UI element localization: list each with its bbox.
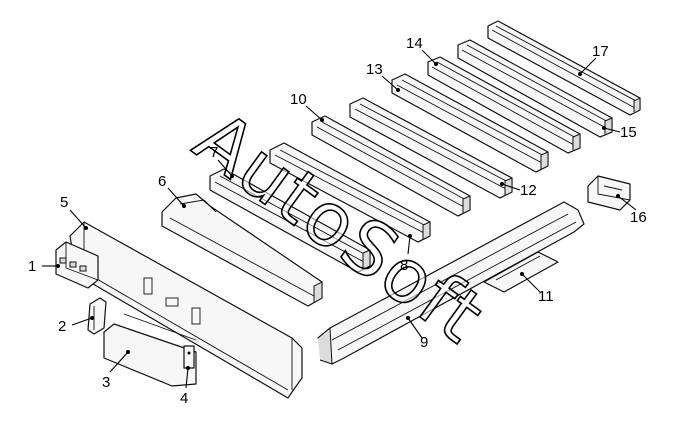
callout-label-5: 5 [60, 194, 68, 211]
callout-label-14: 14 [406, 35, 423, 52]
part-7-floor-rail [209, 168, 371, 273]
callout-label-6: 6 [158, 173, 166, 190]
callout-5: 5 [60, 194, 88, 230]
part-6-cross-member [161, 193, 323, 307]
callout-label-2: 2 [58, 318, 66, 335]
callout-16: 16 [616, 194, 647, 226]
callout-label-1: 1 [28, 258, 36, 275]
part-10-floor-rail [311, 115, 471, 217]
part-14-floor-rail [427, 56, 581, 154]
callout-label-13: 13 [366, 61, 383, 78]
part-1-connector-block [55, 241, 99, 289]
callout-4: 4 [180, 366, 190, 407]
callout-8: 8 [400, 234, 412, 274]
part-8-floor-rail [269, 142, 431, 243]
callout-label-16: 16 [630, 209, 647, 226]
part-3-plate [103, 313, 197, 387]
callout-label-8: 8 [400, 257, 408, 274]
part-4-clip [183, 345, 195, 369]
callout-11: 11 [520, 272, 554, 305]
callout-label-10: 10 [290, 91, 307, 108]
callout-10: 10 [290, 91, 324, 122]
part-11-plate [483, 251, 559, 293]
callout-2: 2 [58, 316, 94, 335]
part-5-front-panel [69, 221, 303, 399]
callout-12: 12 [500, 182, 537, 199]
part-9-long-floor-rail [317, 201, 585, 365]
callout-14: 14 [406, 35, 438, 66]
callout-label-11: 11 [538, 288, 554, 305]
callout-17: 17 [578, 43, 609, 76]
part-16-bracket [587, 175, 631, 211]
part-13-floor-rail [391, 73, 549, 173]
callout-label-12: 12 [520, 182, 537, 199]
part-15-floor-rail [457, 39, 613, 138]
callout-7: 7 [210, 144, 234, 178]
part-17-floor-rail [487, 20, 641, 116]
callout-3: 3 [102, 350, 130, 391]
callout-9: 9 [406, 316, 428, 351]
callout-label-9: 9 [420, 334, 428, 351]
callout-6: 6 [158, 173, 186, 208]
part-12-floor-rail [349, 97, 513, 199]
callout-15: 15 [602, 124, 637, 141]
callout-label-3: 3 [102, 374, 110, 391]
callout-1: 1 [28, 258, 60, 275]
callout-label-4: 4 [180, 390, 188, 407]
callout-label-17: 17 [592, 43, 609, 60]
callout-13: 13 [366, 61, 400, 92]
callout-label-15: 15 [620, 124, 637, 141]
part-2-small-bracket [87, 297, 107, 335]
callout-label-7: 7 [210, 144, 218, 161]
